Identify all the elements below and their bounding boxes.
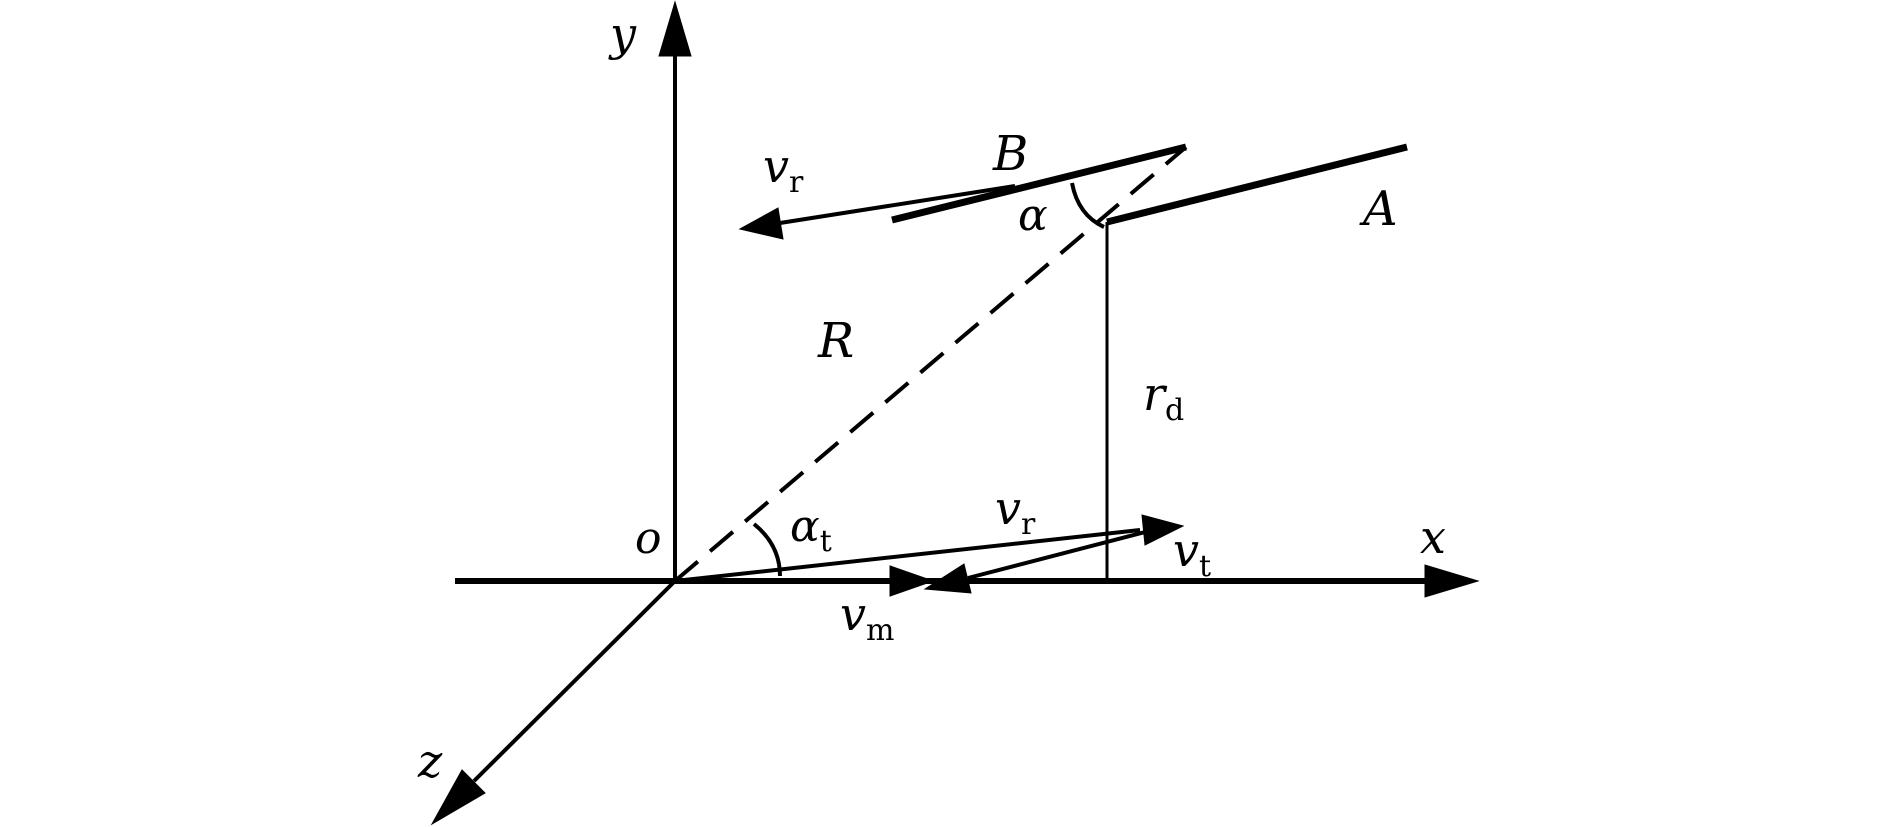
vr-bottom-sub: r	[1021, 507, 1036, 542]
vm-sub: m	[866, 613, 894, 648]
alpha-t-main: α	[790, 501, 820, 552]
z-axis-arrowhead	[430, 769, 486, 826]
line-b	[891, 143, 1187, 224]
label-vr-bottom: vr	[995, 481, 1036, 542]
vt-sub: t	[1199, 549, 1211, 584]
y-axis-arrowhead	[658, 0, 692, 57]
vr-bottom-main: v	[995, 481, 1021, 535]
label-radius: R	[817, 313, 854, 369]
rd-main: r	[1143, 367, 1168, 421]
label-alpha: α	[1018, 190, 1048, 241]
label-rd: rd	[1143, 367, 1184, 428]
vm-main: v	[840, 587, 866, 641]
label-z-axis: z	[417, 734, 443, 788]
alpha-t-sub: t	[820, 524, 832, 559]
z-axis-line	[472, 579, 677, 783]
vt-arrowhead	[923, 563, 972, 594]
vectors	[674, 184, 1185, 597]
vr-bottom-vector	[674, 528, 1141, 583]
label-x-axis: x	[1420, 510, 1446, 564]
labels: y x z o B A R α αt vr vr vt vm rd	[417, 7, 1446, 788]
x-axis-arrowhead	[1424, 564, 1480, 598]
line-a	[1106, 143, 1408, 226]
label-vr-top: vr	[763, 139, 804, 200]
label-point-b: B	[992, 126, 1028, 182]
label-alpha-t: αt	[790, 501, 832, 559]
label-y-axis: y	[608, 7, 637, 61]
geometry	[673, 143, 1408, 583]
vt-main: v	[1173, 523, 1199, 577]
vr-top-vector	[779, 184, 1016, 225]
label-vt: vt	[1173, 523, 1211, 584]
label-vm: vm	[840, 587, 894, 648]
axes	[430, 0, 1480, 826]
rd-sub: d	[1165, 393, 1184, 428]
radius-dashed-line	[673, 145, 1188, 583]
alpha-arc	[1070, 182, 1105, 229]
vr-top-arrowhead	[738, 207, 784, 240]
vm-arrowhead	[889, 565, 935, 597]
vr-top-sub: r	[789, 165, 804, 200]
vr-bottom-arrowhead	[1141, 514, 1185, 546]
label-origin: o	[635, 513, 662, 564]
vr-top-main: v	[763, 139, 789, 193]
vt-vector	[967, 530, 1146, 580]
label-point-a: A	[1359, 181, 1398, 237]
